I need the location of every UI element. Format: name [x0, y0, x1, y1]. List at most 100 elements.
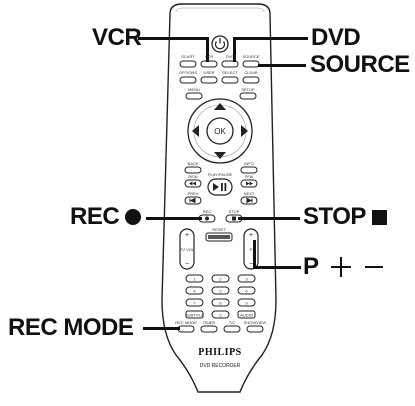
label-rec: REC [203, 209, 212, 214]
user-button[interactable] [200, 76, 218, 84]
ok-button[interactable] [206, 117, 234, 145]
arrow-right-icon[interactable] [241, 125, 248, 137]
prev-icon [189, 197, 196, 204]
clear-button[interactable] [242, 76, 260, 84]
label-stop: STOP [229, 209, 240, 214]
label-prev: PREV [188, 191, 199, 196]
label-menu: MENU [188, 87, 200, 92]
source-leader-line [258, 64, 306, 67]
digit-label-7: 7 [193, 301, 196, 306]
vcr-leader-line [138, 37, 208, 40]
power-button[interactable] [211, 35, 229, 53]
digit-label-2: 2 [219, 277, 222, 282]
digit-button-2[interactable] [211, 274, 230, 283]
rec-mode-button[interactable] [177, 325, 195, 333]
label-rew: REW [188, 174, 198, 179]
play-pause-button[interactable] [207, 178, 233, 196]
digit-label-8: 8 [219, 301, 222, 306]
svg-text:+: + [249, 232, 253, 239]
number-pad: 1 2 3 4 5 6 7 8 9 SUBTITLE 0 AUDIO [185, 274, 256, 319]
p-leader-drop [253, 240, 256, 269]
setup-button[interactable] [239, 92, 257, 100]
digit-button-1[interactable] [185, 274, 204, 283]
tv-vol-rocker[interactable] [179, 228, 195, 270]
digit-label-0: 0 [219, 313, 222, 318]
label-subtitle: SUBTITLE [185, 313, 204, 318]
digit-button-3[interactable] [237, 274, 256, 283]
info-button[interactable] [240, 166, 258, 174]
stop-leader-line [238, 217, 300, 220]
arrow-down-icon[interactable] [214, 152, 226, 159]
label-select: SELECT [222, 70, 238, 75]
label-play-pause: PLAY/PAUSE [208, 172, 233, 177]
label-source: SOURCE [242, 54, 259, 59]
rec-leader-line [146, 217, 202, 220]
scart-button[interactable] [179, 60, 197, 68]
select-button[interactable] [221, 76, 239, 84]
vcr-leader-drop [206, 37, 209, 62]
showview-button[interactable] [246, 325, 264, 333]
power-icon [214, 38, 226, 50]
p-callout: P [303, 253, 319, 280]
digit-button-6[interactable] [237, 286, 256, 295]
p-callout-group: P [303, 255, 383, 279]
dvd-callout: DVD [311, 24, 361, 51]
vcr-callout: VCR [92, 24, 142, 51]
stop-icon [232, 216, 236, 221]
label-p: P [250, 247, 253, 252]
source-button[interactable] [242, 60, 260, 68]
next-icon [246, 197, 253, 204]
digit-button-0[interactable] [211, 310, 230, 319]
digit-button-5[interactable] [211, 286, 230, 295]
subtitle-button[interactable] [185, 310, 204, 319]
ok-label: OK [214, 127, 226, 136]
rec-callout: REC [70, 203, 120, 230]
rec-icon [205, 216, 209, 221]
label-next: NEXT [244, 191, 255, 196]
model-label: DVD RECORDER [200, 363, 241, 369]
t-c-button[interactable] [223, 325, 241, 333]
audio-button[interactable] [237, 310, 256, 319]
label-t-c: T/C [229, 320, 236, 325]
label-vcr: VCR [205, 54, 214, 59]
label-info: INFO [244, 161, 254, 166]
rec-mode-leader-line [143, 327, 180, 330]
p-leader-line [255, 266, 301, 269]
label-reset: RESET [212, 227, 226, 232]
brand-logo: PHILIPS [198, 347, 242, 358]
label-dvd: DVD [226, 54, 235, 59]
options-button[interactable] [179, 76, 197, 84]
digit-label-3: 3 [245, 277, 248, 282]
dvd-leader-drop [233, 37, 236, 62]
svg-text:−: − [249, 261, 253, 268]
ffw-icon [246, 181, 253, 186]
source-callout: SOURCE [310, 51, 410, 78]
dvd-button[interactable] [221, 60, 239, 68]
vcr-button[interactable] [200, 60, 218, 68]
label-back: BACK [188, 161, 199, 166]
digit-button-8[interactable] [211, 298, 230, 307]
digit-label-6: 6 [245, 289, 248, 294]
stop-callout-group: STOP [303, 205, 387, 229]
label-user: USER [203, 70, 214, 75]
digit-button-4[interactable] [185, 286, 204, 295]
rec-mode-callout: REC MODE [8, 314, 134, 341]
label-audio: AUDIO [240, 313, 253, 318]
menu-button[interactable] [185, 92, 203, 100]
plus-icon [330, 257, 351, 277]
back-button[interactable] [184, 166, 202, 174]
digit-button-9[interactable] [237, 298, 256, 307]
arrow-up-icon[interactable] [214, 103, 226, 110]
play-pause-icon [213, 183, 227, 191]
digit-label-9: 9 [245, 301, 248, 306]
label-showview: SHOWVIEW [244, 320, 267, 325]
timer-button[interactable] [200, 325, 218, 333]
arrow-left-icon[interactable] [192, 125, 199, 137]
label-ffw: FFW [245, 174, 254, 179]
digit-label-4: 4 [193, 289, 196, 294]
rec-callout-group: REC [70, 203, 142, 230]
digit-button-7[interactable] [185, 298, 204, 307]
label-rec-mode: REC MODE [175, 320, 197, 325]
digit-label-5: 5 [219, 289, 222, 294]
